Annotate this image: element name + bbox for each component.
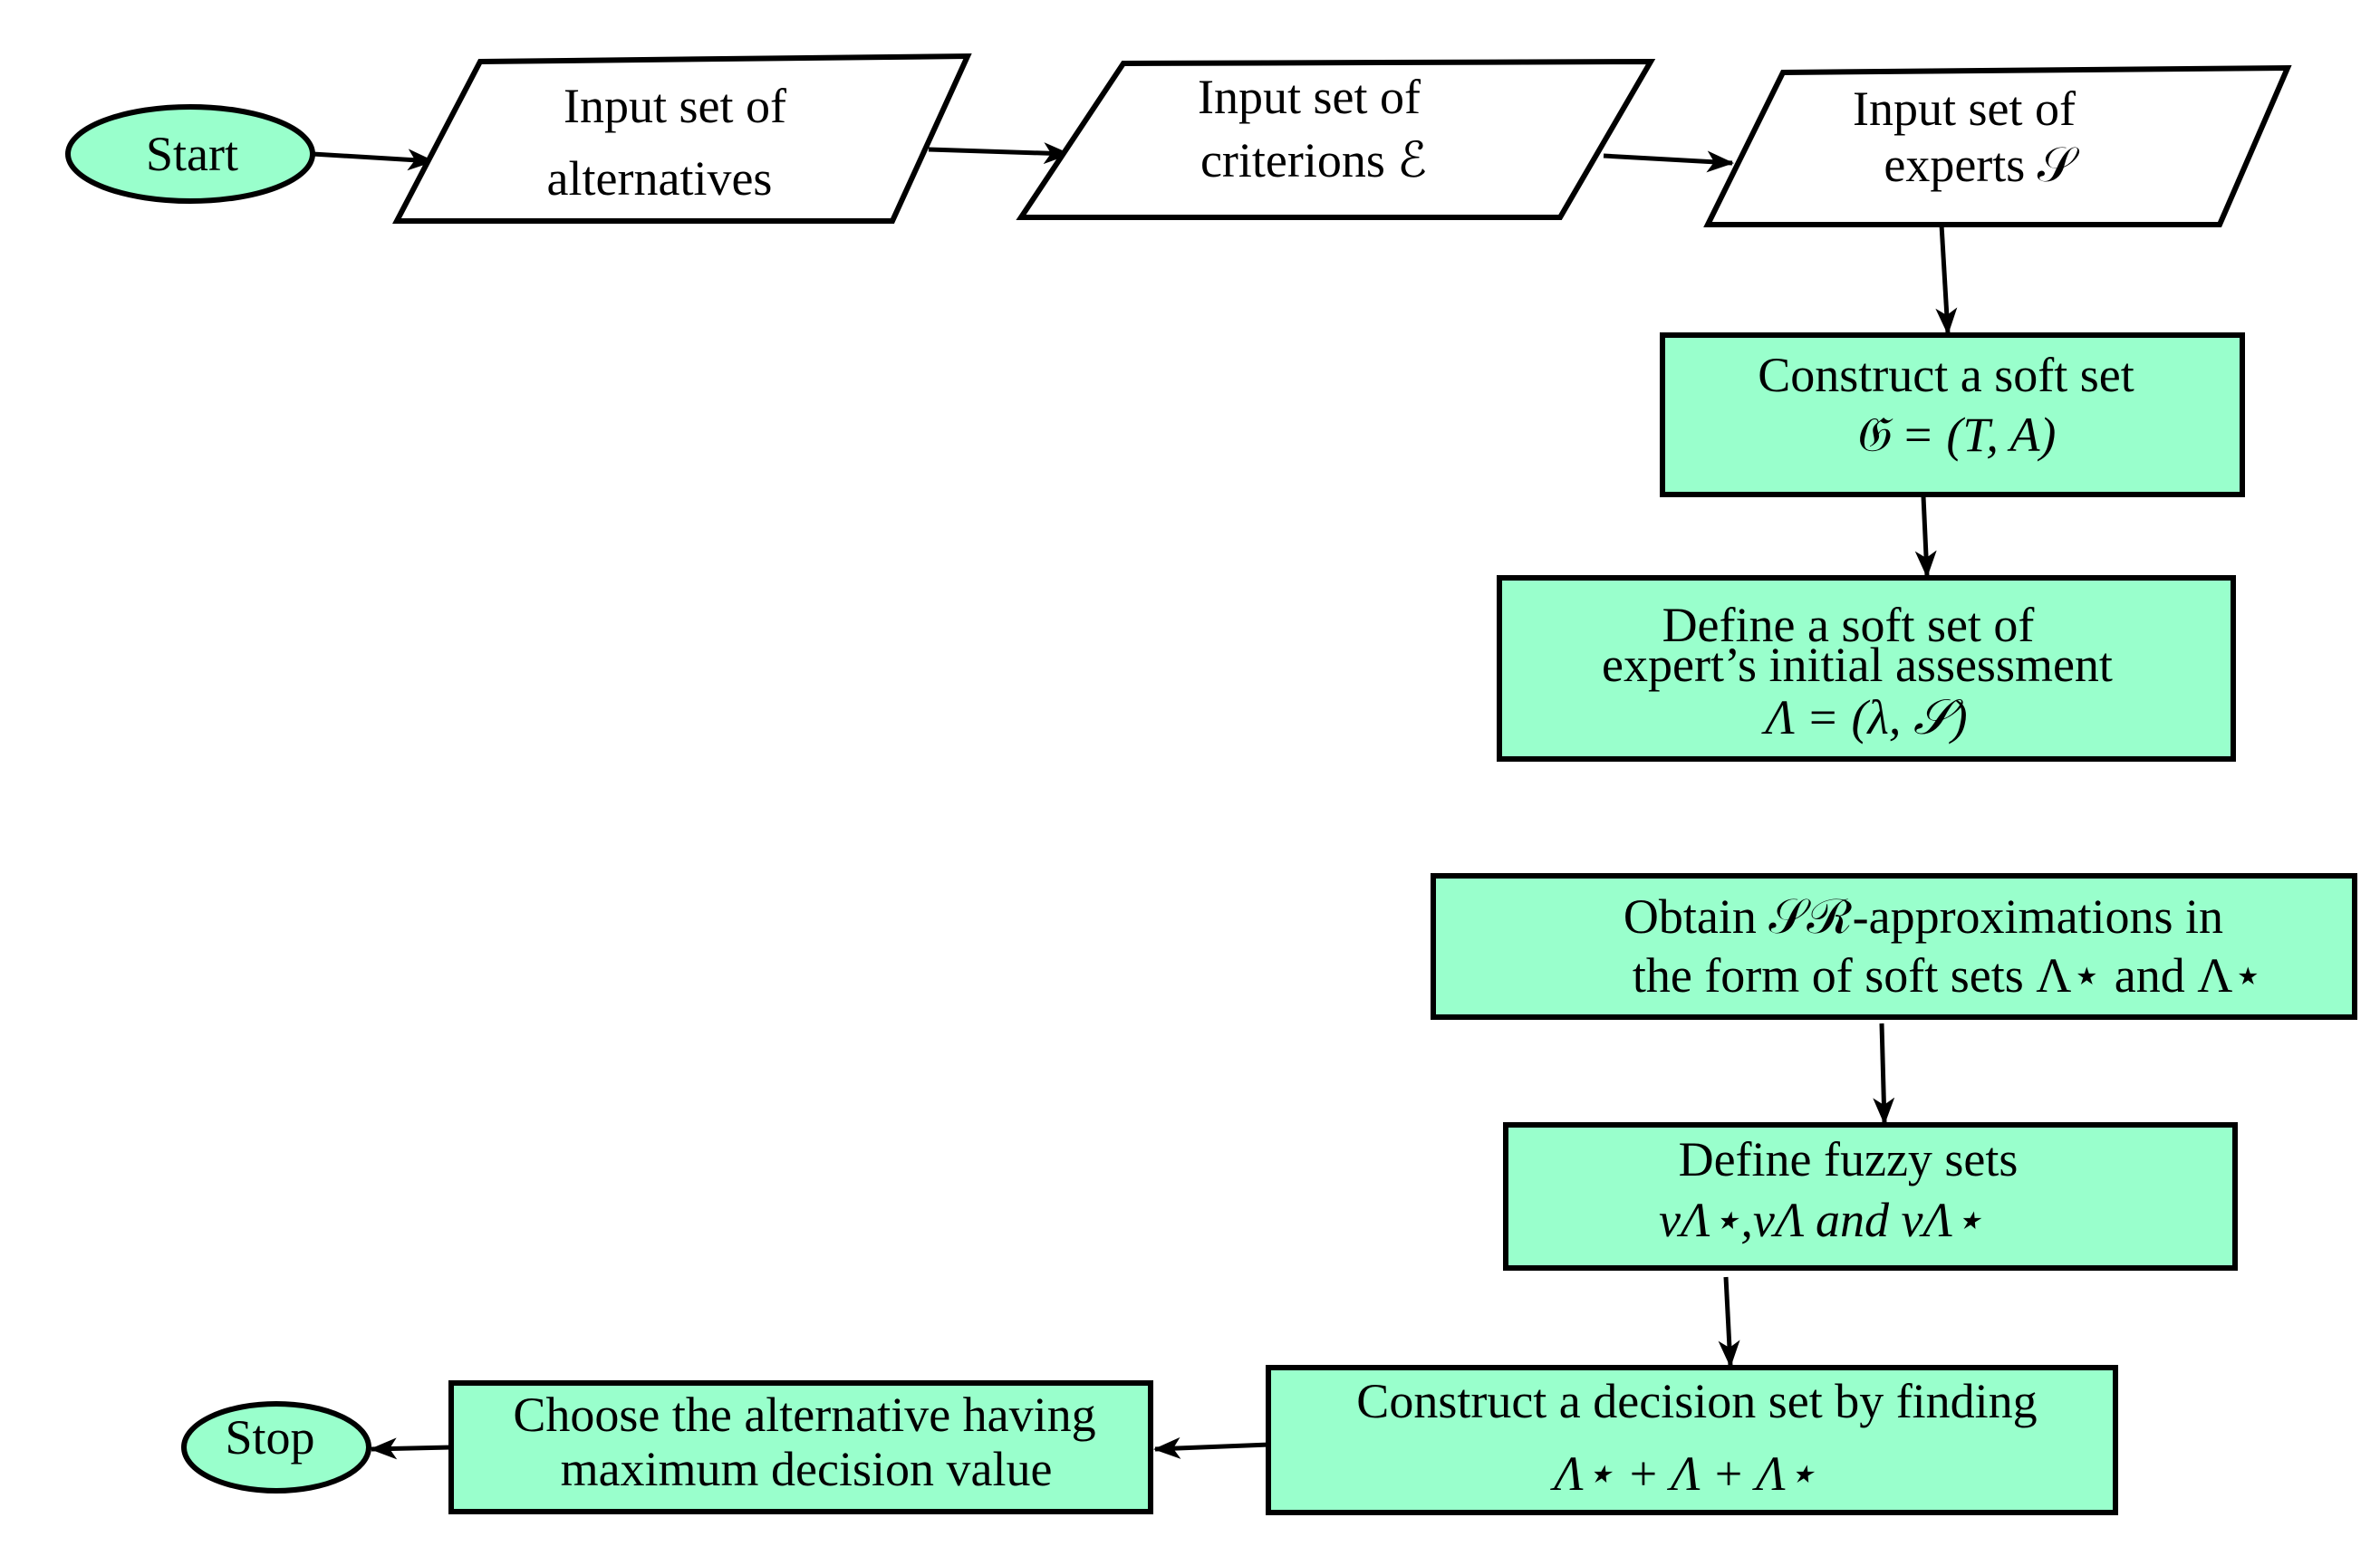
initial-assessment-box [1497, 575, 2236, 762]
choose-line1: Choose the alternative having [513, 1388, 1095, 1442]
initial-assessment-line3: Λ = (λ, 𝒮) [1760, 690, 1967, 744]
edge-soft-set-to-initial-assessment [1914, 495, 1937, 578]
edge-fuzzy-sets-to-decision-set [1718, 1276, 1740, 1368]
start-ellipse [65, 104, 315, 204]
approximations-line1: Obtain 𝒮ℛ-approximations in [1624, 889, 2223, 944]
fuzzy-sets-node: Define fuzzy sets νΛ⋆,νΛ and νΛ⋆ [1503, 1122, 2238, 1271]
experts-input-node: Input set of experts 𝒮 [1703, 64, 2292, 227]
stop-ellipse [181, 1401, 371, 1494]
fuzzy-sets-box [1503, 1122, 2238, 1271]
initial-assessment-line2: expert’s initial assessment [1602, 638, 2113, 692]
initial-assessment-node: Define a soft set of expert’s initial as… [1497, 575, 2236, 762]
soft-set-node: Construct a soft set 𝔊 = (T, A) [1660, 332, 2245, 497]
alternatives-line2: alternatives [547, 151, 773, 206]
edge-choose-to-stop [370, 1437, 452, 1460]
edge-experts-to-soft-set [1935, 224, 1958, 335]
choose-line2: maximum decision value [561, 1442, 1053, 1496]
fuzzy-sets-line1: Define fuzzy sets [1679, 1132, 2019, 1186]
soft-set-line2: 𝔊 = (T, A) [1855, 408, 2057, 462]
criterions-parallelogram [1016, 58, 1656, 220]
start-node: Start [65, 104, 315, 204]
decision-set-box [1266, 1365, 2118, 1515]
fuzzy-sets-line2: νΛ⋆,νΛ and νΛ⋆ [1659, 1193, 1983, 1247]
alternatives-input-node: Input set of alternatives [392, 53, 972, 224]
alternatives-line1: Input set of [564, 79, 786, 133]
experts-line1: Input set of [1853, 82, 2076, 136]
decision-set-line2: Λ⋆ + Λ + Λ⋆ [1549, 1446, 1816, 1501]
start-label: Start [146, 127, 238, 181]
approximations-node: Obtain 𝒮ℛ-approximations in the form of … [1431, 873, 2357, 1020]
initial-assessment-line1: Define a soft set of [1662, 598, 2035, 652]
approximations-box [1431, 873, 2357, 1020]
choose-node: Choose the alternative having maximum de… [448, 1380, 1153, 1514]
edge-criterions-to-experts [1603, 150, 1734, 173]
alternatives-parallelogram [392, 53, 972, 224]
soft-set-line1: Construct a soft set [1758, 348, 2134, 402]
approximations-line2: the form of soft sets Λ⋆ and Λ⋆ [1633, 948, 2263, 1003]
criterions-line1: Input set of [1198, 70, 1421, 124]
soft-set-box [1660, 332, 2245, 497]
edge-start-to-alternatives [312, 149, 435, 171]
decision-set-node: Construct a decision set by finding Λ⋆ +… [1266, 1365, 2118, 1515]
criterions-line2: criterions ℰ [1200, 133, 1427, 187]
edge-approximations-to-fuzzy-sets [1873, 1023, 1895, 1125]
experts-line2: experts 𝒮 [1884, 138, 2079, 192]
experts-parallelogram [1703, 64, 2292, 227]
edge-decision-set-to-choose [1153, 1436, 1269, 1459]
stop-label: Stop [225, 1410, 314, 1465]
edge-alternatives-to-criterions [928, 142, 1071, 165]
stop-node: Stop [181, 1401, 371, 1494]
choose-box [448, 1380, 1153, 1514]
criterions-input-node: Input set of criterions ℰ [1016, 58, 1656, 220]
decision-set-line1: Construct a decision set by finding [1356, 1374, 2037, 1428]
